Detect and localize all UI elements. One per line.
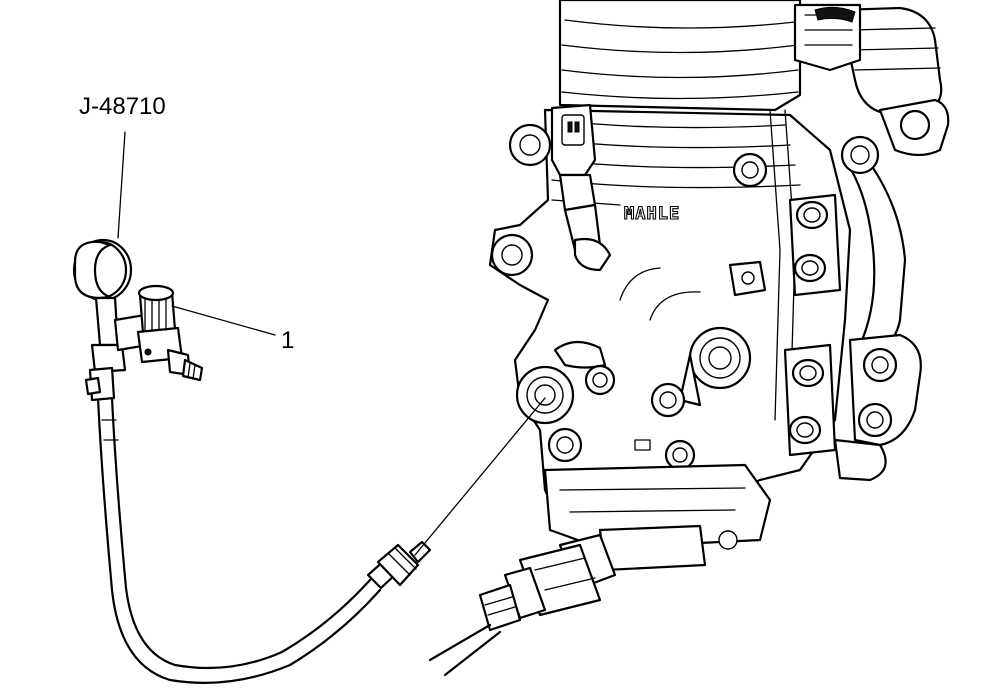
bleed-valve[interactable] [136, 284, 184, 364]
filter-housing-assembly: MAHLE [428, 0, 950, 677]
fuel-port-fitting [678, 326, 752, 407]
mounting-bosses [490, 123, 880, 277]
housing-base [543, 463, 772, 572]
center-details [619, 260, 767, 321]
leader-test-port [414, 397, 546, 556]
center-channels [769, 109, 842, 457]
pressure-gauge-tool [72, 238, 432, 684]
sensor-connector [550, 103, 612, 272]
gauge-body [84, 296, 150, 402]
test-port[interactable] [515, 340, 696, 471]
bottom-connector [428, 533, 617, 677]
bleed-outlet [166, 348, 204, 382]
callout-1-label: 1 [281, 327, 294, 354]
rear-hose-bundle [833, 6, 950, 482]
gauge-dial [72, 238, 133, 302]
filter-canister-top [558, 0, 862, 112]
leader-tool [117, 131, 126, 239]
mahle-stamp: MAHLE [624, 204, 680, 224]
leader-callout-1 [171, 305, 276, 336]
hose-end-fitting [366, 540, 432, 590]
leader-lines [117, 131, 546, 556]
gauge-hose [96, 396, 382, 684]
tool-label: J-48710 [79, 93, 166, 120]
